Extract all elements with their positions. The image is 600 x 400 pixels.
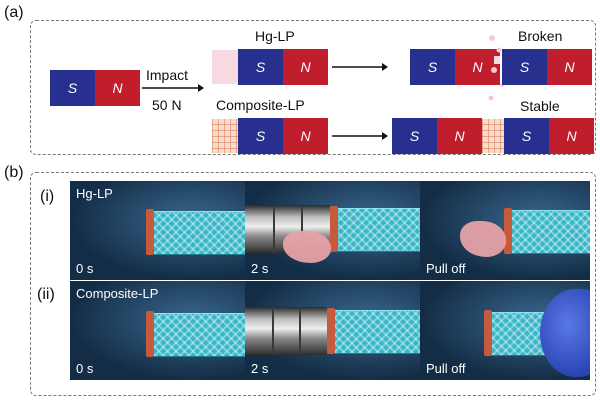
broken-magnet-right: S N bbox=[502, 49, 592, 85]
hg-lp-arrow bbox=[332, 63, 388, 71]
magnet-s-pole: S bbox=[502, 49, 547, 85]
row-i-label: (i) bbox=[40, 188, 55, 205]
broken-label: Broken bbox=[518, 28, 563, 44]
panel-a-label: (a) bbox=[4, 4, 24, 21]
frame-label-pull-off: Pull off bbox=[426, 261, 466, 276]
row1-title: Hg-LP bbox=[76, 186, 113, 201]
photo-composite-2s: 2 s bbox=[245, 281, 420, 380]
row-ii-label: (ii) bbox=[37, 286, 55, 303]
magnet-n-pole: N bbox=[549, 118, 594, 154]
composite-lp-magnet: S N bbox=[238, 118, 328, 154]
photo-hg-0s: Hg-LP 0 s bbox=[70, 181, 245, 280]
composite-lp-arrow bbox=[332, 132, 388, 140]
photo-composite-pull-off: Pull off bbox=[420, 281, 590, 380]
magnet-n-pole: N bbox=[283, 118, 328, 154]
composite-lp-title: Composite-LP bbox=[216, 97, 305, 113]
frame-label-pull-off: Pull off bbox=[426, 361, 466, 376]
frame-label-0s: 0 s bbox=[76, 261, 94, 276]
frame-label-0s: 0 s bbox=[76, 361, 94, 376]
composite-lp-layer bbox=[212, 119, 238, 153]
photo-composite-0s: Composite-LP 0 s bbox=[70, 281, 245, 380]
magnet-n-pole: N bbox=[283, 49, 328, 85]
stable-label: Stable bbox=[520, 98, 560, 114]
stable-magnet-right: S N bbox=[504, 118, 594, 154]
magnet-s-pole: S bbox=[50, 70, 95, 106]
magnet-n-pole: N bbox=[95, 70, 140, 106]
broken-fragments bbox=[488, 35, 504, 101]
magnet-n-pole: N bbox=[455, 49, 500, 85]
hg-lp-title: Hg-LP bbox=[255, 28, 295, 44]
panel-b-box bbox=[30, 172, 596, 396]
magnet-s-pole: S bbox=[410, 49, 455, 85]
hg-lp-magnet: S N bbox=[238, 49, 328, 85]
magnet-s-pole: S bbox=[392, 118, 437, 154]
magnet-n-pole: N bbox=[547, 49, 592, 85]
panel-a-box bbox=[30, 20, 596, 155]
photo-hg-2s: 2 s bbox=[245, 181, 420, 280]
impact-arrow bbox=[142, 84, 204, 92]
hg-lp-layer bbox=[212, 50, 238, 84]
magnet-s-pole: S bbox=[504, 118, 549, 154]
photo-hg-pull-off: Pull off bbox=[420, 181, 590, 280]
row2-title: Composite-LP bbox=[76, 286, 159, 301]
impact-label: Impact bbox=[146, 67, 189, 83]
glove-shape bbox=[540, 289, 590, 377]
frame-label-2s: 2 s bbox=[251, 361, 269, 376]
frame-label-2s: 2 s bbox=[251, 261, 269, 276]
stable-magnet-left: S N bbox=[392, 118, 482, 154]
broken-magnet-left: S N bbox=[410, 49, 500, 85]
magnet-s-pole: S bbox=[238, 118, 283, 154]
force-label: 50 N bbox=[152, 97, 182, 113]
stable-composite-layer bbox=[482, 119, 504, 153]
initial-magnet: S N bbox=[50, 70, 140, 106]
magnet-s-pole: S bbox=[238, 49, 283, 85]
panel-b-label: (b) bbox=[4, 164, 24, 181]
magnet-n-pole: N bbox=[437, 118, 482, 154]
